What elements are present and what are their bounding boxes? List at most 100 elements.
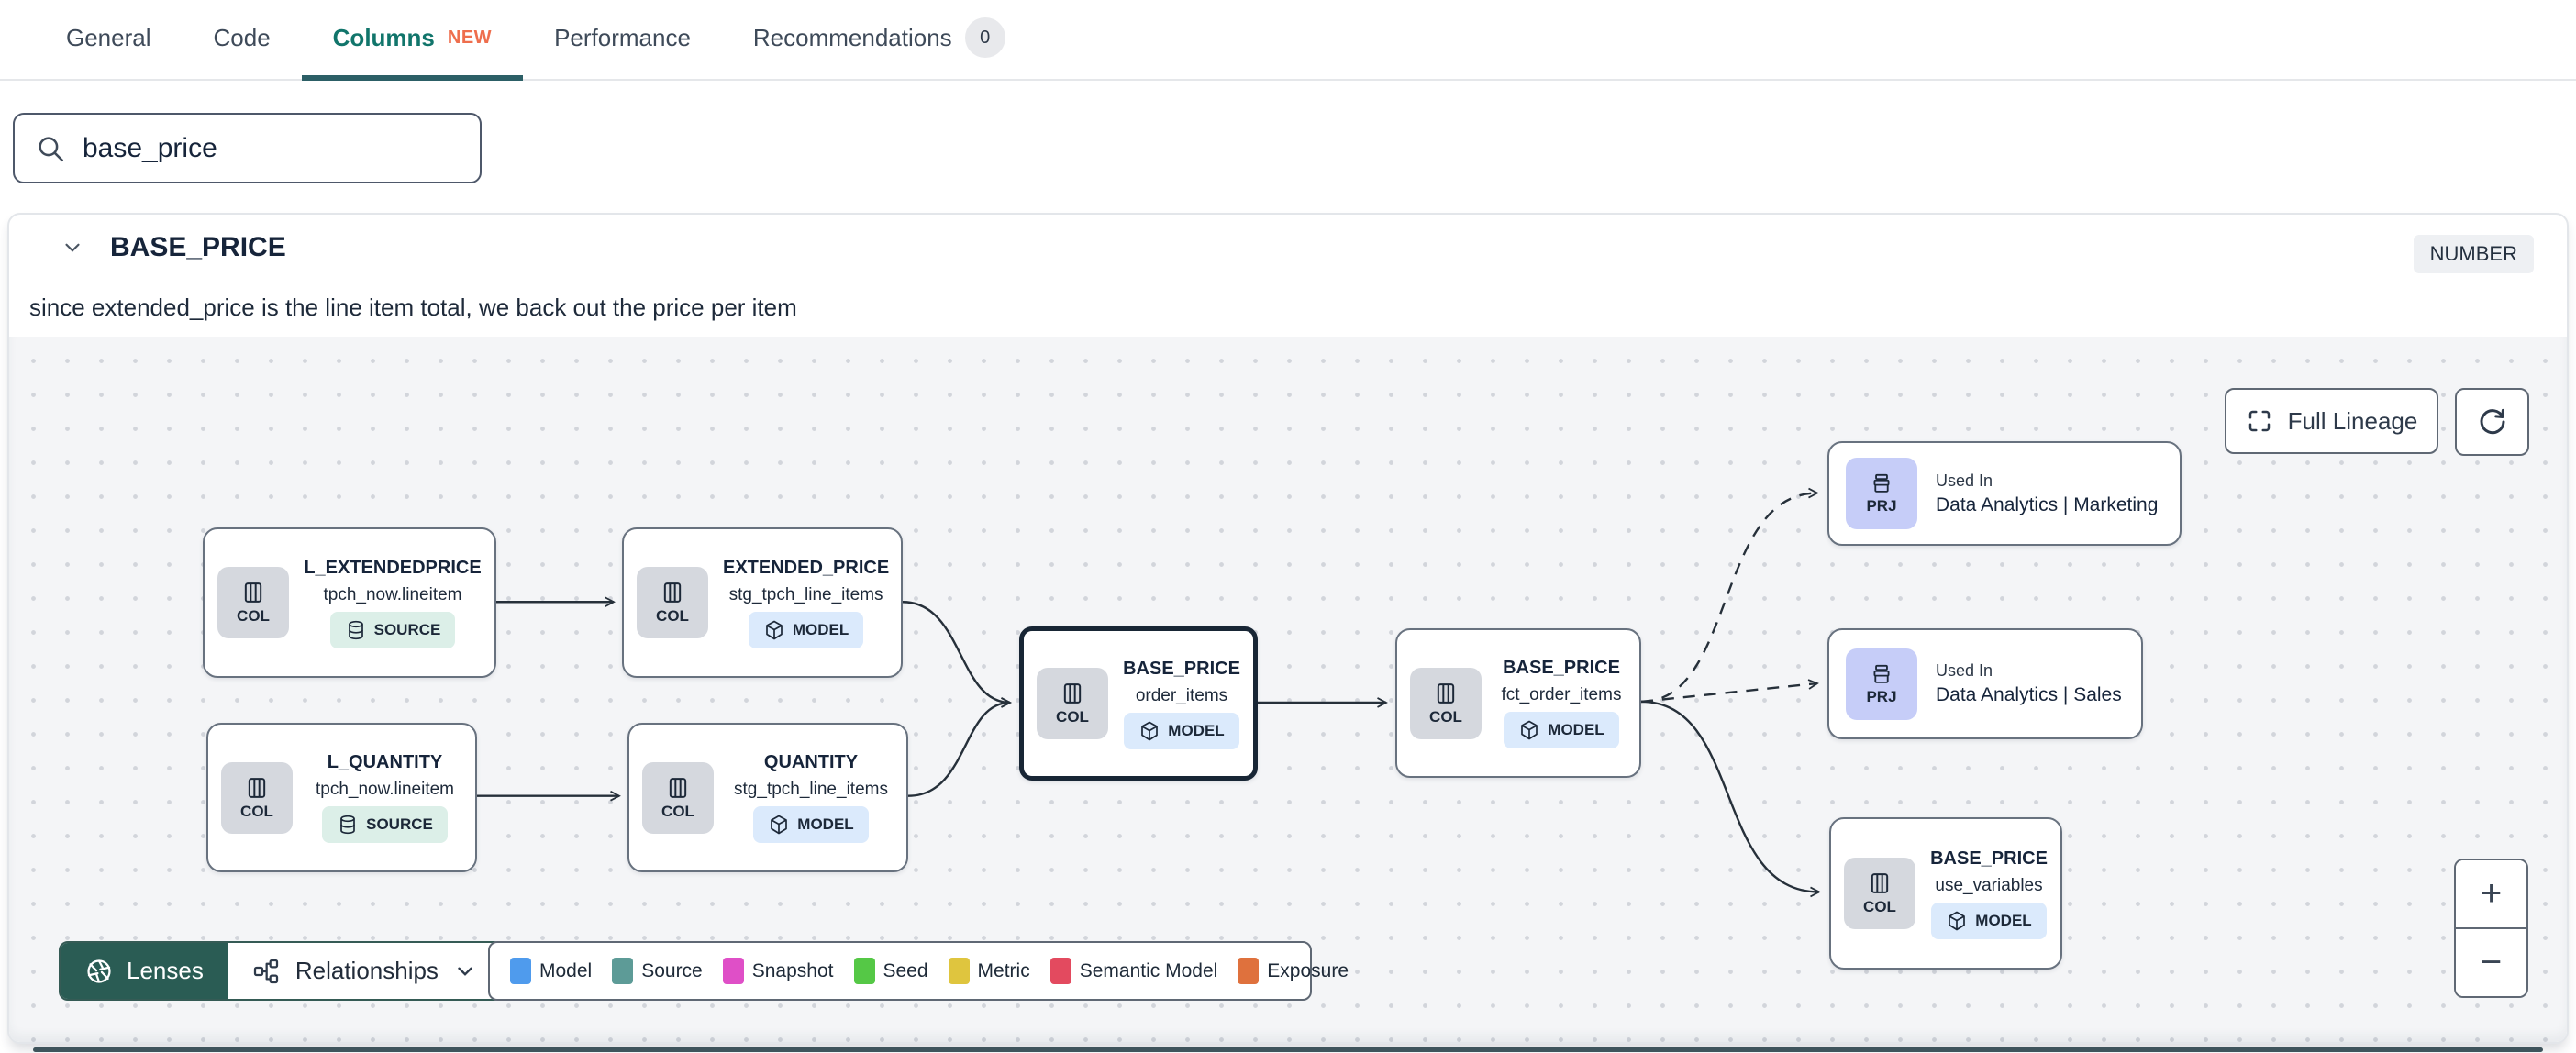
tab-general[interactable]: General [35,0,183,81]
resource-pill-model: MODEL [1931,902,2047,939]
node-title: L_QUANTITY [327,752,443,772]
column-panel: BASE_PRICE NUMBER since extended_price i… [7,213,2569,1044]
lineage-node-l-extendedprice[interactable]: COL L_EXTENDEDPRICE tpch_now.lineitem SO… [203,527,496,678]
relationships-dropdown[interactable]: Relationships [227,943,501,999]
lineage-node-used-in-sales[interactable]: PRJ Used In Data Analytics | Sales [1827,628,2143,739]
resource-pill-model: MODEL [748,611,864,648]
legend-label: Source [641,959,703,981]
column-header: BASE_PRICE NUMBER [9,215,2567,281]
resource-label: MODEL [1548,721,1604,738]
col-badge: COL [1844,858,1915,929]
resource-label: MODEL [1168,721,1225,739]
edge-quantity-to-base-price [907,697,1012,797]
node-subtitle: tpch_now.lineitem [315,780,455,799]
lenses-toolbar: Lenses Relationships [59,941,503,1001]
lineage-node-l-quantity[interactable]: COL L_QUANTITY tpch_now.lineitem SOURCE [206,723,477,872]
table-columns-icon [1063,683,1082,704]
resource-pill-model: MODEL [753,806,869,843]
node-subtitle: order_items [1135,685,1228,705]
resource-label: MODEL [797,815,854,833]
node-subtitle: fct_order_items [1501,685,1622,704]
used-in-label: Used In [1936,661,1993,680]
badge-label: COL [656,607,689,625]
legend-label: Seed [883,959,928,981]
edge-extended-price-to-base-price [902,601,1012,708]
legend-label: Semantic Model [1079,959,1218,981]
legend-swatch [948,958,970,984]
refresh-icon [2480,408,2504,435]
edge-fct-order-items-to-use-variables [1640,700,1821,898]
column-search [13,113,482,183]
lenses-button[interactable]: Lenses [61,943,228,999]
prj-badge: PRJ [1846,458,1917,529]
legend-label: Snapshot [751,959,834,981]
horizontal-scrollbar[interactable] [33,1047,2543,1052]
lineage-node-base-price-fct-order-items[interactable]: COL BASE_PRICE fct_order_items MODEL [1395,628,1641,778]
table-columns-icon [1871,873,1889,893]
expand-icon [2248,410,2270,432]
edge-fct-order-items-to-marketing [1640,487,1819,704]
lineage-node-extended-price[interactable]: COL EXTENDED_PRICE stg_tpch_line_items M… [622,527,903,678]
lenses-label: Lenses [127,957,204,984]
lineage-canvas[interactable]: COL L_EXTENDEDPRICE tpch_now.lineitem SO… [9,337,2567,1042]
legend-item-snapshot: Snapshot [722,958,834,984]
zoom-divider [2456,927,2526,929]
col-badge: COL [642,761,714,834]
node-subtitle: stg_tpch_line_items [734,780,888,799]
legend-swatch [1049,958,1071,984]
tab-columns[interactable]: Columns NEW [301,0,524,81]
zoom-out-button[interactable]: − [2456,929,2526,996]
cube-icon [771,815,788,835]
legend-swatch [853,958,875,984]
col-badge: COL [1037,668,1108,739]
refresh-button[interactable] [2455,388,2529,456]
count-badge: 0 [964,17,1005,58]
badge-label: COL [240,802,273,820]
tab-performance[interactable]: Performance [523,0,722,81]
database-icon [348,620,363,639]
resource-label: MODEL [792,620,849,638]
node-title: BASE_PRICE [1503,658,1620,678]
legend-item-metric: Metric [948,958,1030,984]
cube-icon [1521,720,1538,740]
legend-swatch [1238,958,1260,984]
aperture-icon [87,959,111,983]
legend-item-exposure: Exposure [1238,958,1349,984]
lineage-node-base-price-use-variables[interactable]: COL BASE_PRICE use_variables MODEL [1829,817,2062,970]
cube-icon [1141,721,1159,740]
resource-label: SOURCE [366,815,433,833]
node-title: QUANTITY [763,752,859,772]
node-title: BASE_PRICE [1930,848,2048,869]
used-in-name: Data Analytics | Sales [1936,684,2122,705]
resource-pill-model: MODEL [1124,712,1239,749]
relationships-label: Relationships [294,957,439,984]
used-in-name: Data Analytics | Marketing [1936,493,2159,515]
zoom-in-button[interactable]: + [2456,860,2526,927]
lineage-node-used-in-marketing[interactable]: PRJ Used In Data Analytics | Marketing [1827,441,2182,546]
lineage-node-quantity[interactable]: COL QUANTITY stg_tpch_line_items MODEL [627,723,908,872]
legend-swatch [722,958,744,984]
table-columns-icon [669,777,687,798]
legend-label: Model [539,959,593,981]
collapse-chevron-icon[interactable] [61,236,84,260]
tab-code[interactable]: Code [183,0,302,81]
prj-badge: PRJ [1846,648,1917,720]
full-lineage-button[interactable]: Full Lineage [2225,388,2438,454]
legend-item-source: Source [612,958,703,984]
legend-item-model: Model [510,958,592,984]
legend-item-semantic-model: Semantic Model [1049,958,1218,984]
tab-bar: General Code Columns NEW Performance Rec… [0,0,2576,81]
lineage-edges [477,487,1821,898]
cube-icon [1949,911,1966,930]
badge-label: COL [661,802,694,820]
search-input[interactable] [83,132,431,164]
tab-recommendations[interactable]: Recommendations 0 [722,0,1037,81]
lineage-node-base-price-order-items[interactable]: COL BASE_PRICE order_items MODEL [1019,626,1258,781]
legend-swatch [510,958,531,984]
node-subtitle: use_variables [1935,875,2043,895]
badge-label: PRJ [1866,687,1897,705]
tab-label: Recommendations [752,23,952,51]
legend-label: Metric [977,959,1030,981]
legend-item-seed: Seed [853,958,928,984]
